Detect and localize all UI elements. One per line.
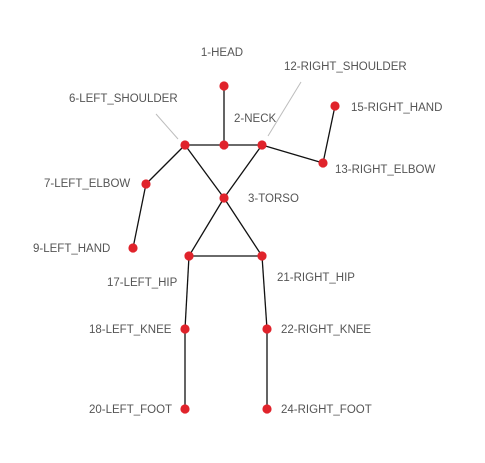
bones: [132, 86, 336, 409]
joint-labels: 1-HEAD 2-NECK 3-TORSO 6-LEFT_SHOULDER 7-LEFT…: [33, 47, 442, 416]
joint-label-torso: 3-TORSO: [248, 193, 299, 205]
joint-label-right-hand: 15-RIGHT_HAND: [351, 102, 442, 114]
leader-left-shoulder: [155, 113, 179, 140]
bone-left-hip-to-left-knee: [184, 255, 190, 330]
joint-left-elbow: [141, 179, 151, 189]
joint-right-knee: [262, 324, 272, 334]
joint-label-head: 1-HEAD: [201, 47, 243, 59]
joint-label-right-foot: 24-RIGHT_FOOT: [281, 404, 372, 416]
joint-right-hip: [257, 251, 267, 261]
joint-right-elbow: [318, 158, 328, 168]
joint-right-foot: [262, 404, 272, 414]
bone-right-shoulder-to-right-elbow: [261, 144, 324, 164]
leader-lines: [155, 81, 302, 140]
joint-label-left-knee: 18-LEFT_KNEE: [89, 324, 172, 336]
bone-right-hip-to-right-knee: [261, 255, 268, 330]
bone-right-elbow-to-right-hand: [322, 105, 336, 164]
bone-left-shoulder-to-torso: [184, 144, 225, 199]
joint-label-right-elbow: 13-RIGHT_ELBOW: [335, 164, 435, 176]
joint-left-foot: [180, 404, 190, 414]
leader-right-shoulder: [267, 81, 302, 137]
joint-label-right-knee: 22-RIGHT_KNEE: [281, 324, 371, 336]
joint-head: [219, 81, 229, 91]
joint-label-right-hip: 21-RIGHT_HIP: [277, 272, 355, 284]
joint-neck: [219, 140, 229, 150]
joint-left-shoulder: [180, 140, 190, 150]
bone-torso-to-right-hip: [223, 197, 263, 257]
bone-left-shoulder-to-left-elbow: [145, 144, 186, 185]
bone-torso-to-left-hip: [188, 197, 225, 257]
joint-right-hand: [330, 101, 340, 111]
joint-left-hip: [184, 251, 194, 261]
joint-label-right-shoulder: 12-RIGHT_SHOULDER: [284, 61, 407, 73]
joint-label-left-elbow: 7-LEFT_ELBOW: [44, 178, 130, 190]
joint-label-left-hip: 17-LEFT_HIP: [107, 277, 178, 289]
joint-label-left-shoulder: 6-LEFT_SHOULDER: [69, 93, 178, 105]
joint-left-hand: [128, 243, 138, 253]
joint-label-left-hand: 9-LEFT_HAND: [33, 243, 110, 255]
joint-left-knee: [180, 324, 190, 334]
joints: [128, 81, 340, 414]
joint-label-neck: 2-NECK: [234, 113, 277, 125]
bone-left-elbow-to-left-hand: [132, 183, 147, 249]
joint-torso: [219, 193, 229, 203]
joint-right-shoulder: [257, 140, 267, 150]
bone-right-shoulder-to-torso: [223, 144, 263, 199]
joint-label-left-foot: 20-LEFT_FOOT: [89, 404, 172, 416]
